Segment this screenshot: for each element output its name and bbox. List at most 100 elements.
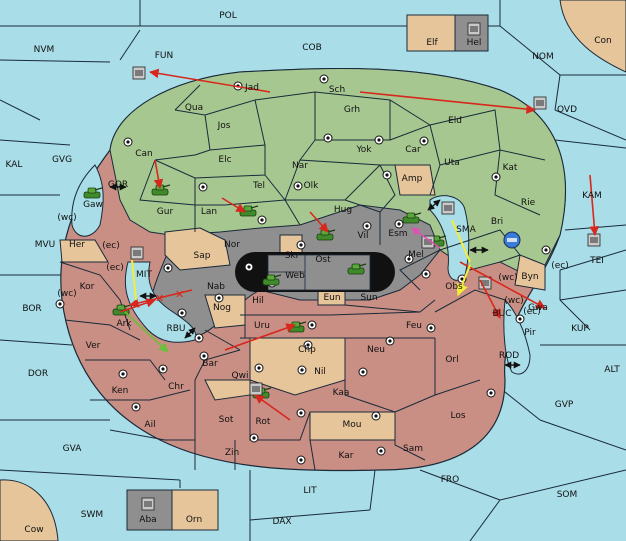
territory-label-sun[interactable]: Sun [360, 293, 377, 303]
territory-label-som[interactable]: SOM [557, 490, 578, 500]
fleet-round-icon[interactable] [503, 231, 521, 249]
territory-label-jad[interactable]: Jad [244, 83, 259, 93]
territory-label-rie[interactable]: Rie [521, 198, 536, 208]
territory-label-mou[interactable]: Mou [343, 420, 362, 430]
territory-label-aba[interactable]: Aba [139, 515, 156, 525]
territory-label-bor[interactable]: BOR [22, 304, 41, 314]
territory-label-buc[interactable]: BUC [492, 309, 511, 319]
territory-label-skr[interactable]: Skr [285, 251, 300, 261]
territory-label-qua[interactable]: Qua [185, 103, 203, 113]
territory-label-gvg[interactable]: GVG [52, 155, 72, 165]
territory-label-lan[interactable]: Lan [201, 207, 217, 217]
territory-label-gvp[interactable]: GVP [555, 400, 574, 410]
territory-label-sap[interactable]: Sap [194, 251, 211, 261]
territory-label-nom[interactable]: NOM [532, 52, 554, 62]
territory-label-gaw[interactable]: Gaw [83, 200, 103, 210]
territory-label-can[interactable]: Can [135, 149, 153, 159]
territory-label-sam[interactable]: Sam [403, 444, 423, 454]
territory-label-amp[interactable]: Amp [402, 174, 423, 184]
territory-label-cob[interactable]: COB [302, 43, 322, 53]
army-tank-icon[interactable] [262, 274, 282, 286]
fleet-icon[interactable] [533, 96, 547, 110]
territory-label-mit[interactable]: MIT [136, 270, 152, 280]
army-tank-icon[interactable] [402, 212, 422, 224]
territory-label-web[interactable]: Web [285, 271, 305, 281]
territory-label-nor[interactable]: Nor [224, 240, 240, 250]
territory-label-nil[interactable]: Nil [314, 367, 326, 377]
territory-label-grh[interactable]: Grh [344, 105, 360, 115]
territory-label-cow[interactable]: Cow [24, 525, 43, 535]
territory-label-gur[interactable]: Gur [157, 207, 174, 217]
territory-label-vil[interactable]: Vil [358, 231, 369, 241]
fleet-icon[interactable] [441, 201, 455, 215]
territory-label-hel[interactable]: Hel [467, 38, 482, 48]
fleet-icon[interactable] [467, 22, 481, 36]
territory-label-uru[interactable]: Uru [254, 321, 270, 331]
territory-label-car[interactable]: Car [405, 145, 421, 155]
territory-label-ken[interactable]: Ken [112, 386, 129, 396]
fleet-icon[interactable] [249, 382, 263, 396]
territory-label-pir[interactable]: Pir [524, 328, 536, 338]
territory-label-mvu[interactable]: MVU [35, 240, 56, 250]
territory-label-chr[interactable]: Chr [168, 382, 184, 392]
territory-label-neu[interactable]: Neu [367, 345, 385, 355]
territory-label-obs[interactable]: Obs [445, 282, 463, 292]
territory-label-hug[interactable]: Hug [334, 205, 352, 215]
territory-label-kaa[interactable]: Kaa [333, 388, 350, 398]
territory-label-gor[interactable]: GOR [108, 180, 128, 190]
territory-label-sot[interactable]: Sot [219, 415, 234, 425]
territory-label-dax[interactable]: DAX [272, 517, 291, 527]
army-tank-icon[interactable] [347, 263, 367, 275]
territory-label-ail[interactable]: Ail [144, 420, 155, 430]
territory-label-gwa[interactable]: Gwa [528, 303, 548, 313]
territory-label-kor[interactable]: Kor [80, 282, 95, 292]
territory-label-fun[interactable]: FUN [155, 51, 174, 61]
territory-label-esm[interactable]: Esm [388, 229, 407, 239]
territory-label-byn[interactable]: Byn [521, 272, 538, 282]
territory-label-ver[interactable]: Ver [86, 341, 101, 351]
territory-label-fro[interactable]: FRO [441, 475, 460, 485]
territory-label-tel[interactable]: Tel [252, 181, 265, 191]
territory-label-nab[interactable]: Nab [207, 282, 225, 292]
territory-label-zin[interactable]: Zin [225, 448, 239, 458]
territory-label-sch[interactable]: Sch [329, 85, 345, 95]
fleet-icon[interactable] [130, 246, 144, 260]
elf-box[interactable] [406, 14, 456, 52]
territory-label-bri[interactable]: Bri [491, 217, 503, 227]
territory-label-nar[interactable]: Nar [292, 161, 308, 171]
territory-label-gva[interactable]: GVA [63, 444, 83, 454]
fleet-icon[interactable] [587, 233, 601, 247]
territory-label-lit[interactable]: LIT [303, 486, 317, 496]
territory-label-nvm[interactable]: NVM [34, 45, 55, 55]
territory-label-pol[interactable]: POL [219, 11, 237, 21]
territory-label-chp[interactable]: Chp [298, 345, 316, 355]
territory-label-kat[interactable]: Kat [503, 163, 518, 173]
territory-label-eun[interactable]: Eun [323, 293, 340, 303]
territory-label-olk[interactable]: Olk [304, 181, 320, 191]
territory-label-tei[interactable]: TEI [589, 256, 604, 266]
territory-label-bar[interactable]: Bar [202, 359, 218, 369]
territory-label-sma[interactable]: SMA [456, 225, 476, 235]
territory-label-ost[interactable]: Ost [315, 255, 331, 265]
orn-box[interactable] [171, 489, 219, 531]
territory-label-yok[interactable]: Yok [355, 145, 372, 155]
territory-label-her[interactable]: Her [69, 240, 85, 250]
territory-label-orl[interactable]: Orl [445, 355, 458, 365]
territory-label-kar[interactable]: Kar [339, 451, 354, 461]
territory-label-ovd[interactable]: OVD [557, 105, 577, 115]
fleet-icon[interactable] [132, 66, 146, 80]
territory-label-alt[interactable]: ALT [604, 365, 620, 375]
territory-label-uta[interactable]: Uta [444, 158, 460, 168]
territory-label-los[interactable]: Los [450, 411, 465, 421]
territory-label-elc[interactable]: Elc [218, 155, 231, 165]
territory-label-feu[interactable]: Feu [406, 321, 422, 331]
territory-label-dor[interactable]: DOR [28, 369, 48, 379]
territory-label-mel[interactable]: Mel [408, 250, 424, 260]
territory-label-swm[interactable]: SWM [81, 510, 103, 520]
territory-label-jos[interactable]: Jos [217, 121, 231, 131]
fleet-icon[interactable] [141, 497, 155, 511]
territory-label-rod[interactable]: ROD [499, 351, 519, 361]
territory-label-kal[interactable]: KAL [6, 160, 23, 170]
fleet-icon[interactable] [421, 235, 435, 249]
army-tank-icon[interactable] [83, 187, 103, 199]
